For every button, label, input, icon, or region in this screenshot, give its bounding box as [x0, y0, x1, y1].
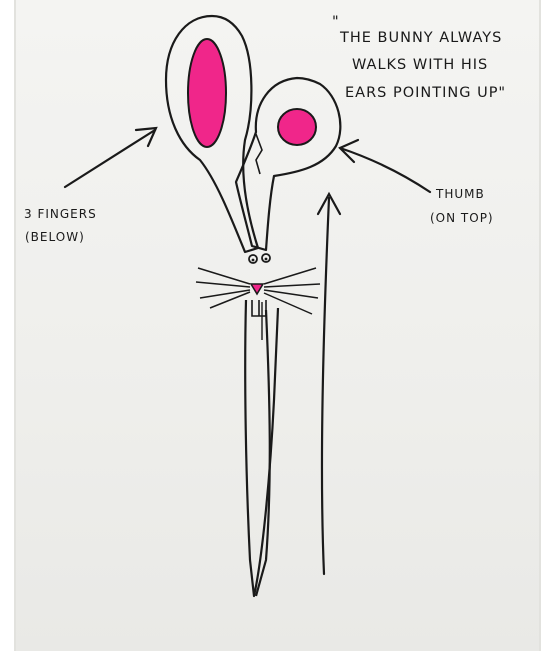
- left-whiskers: [196, 268, 250, 308]
- scissor-blades: [245, 300, 278, 596]
- quote-open-mark: ": [332, 14, 340, 30]
- fingers-label-line-2: (BELOW): [25, 230, 85, 244]
- thumb-label-line-2: (ON TOP): [430, 211, 494, 225]
- quote-line-3: EARS POINTING UP": [345, 85, 506, 101]
- blade-left: [245, 300, 278, 596]
- quote-note: " THE BUNNY ALWAYS WALKS WITH HIS EARS P…: [332, 14, 506, 101]
- blade-right: [256, 310, 270, 596]
- nose-pink: [251, 284, 263, 294]
- right-ear-inner-line: [256, 134, 262, 174]
- left-ear-pink: [188, 39, 226, 147]
- right-whiskers: [264, 268, 320, 314]
- bunny-face: [196, 254, 320, 316]
- arrow-right-icon: [340, 140, 430, 192]
- thumb-label: THUMB (ON TOP): [430, 187, 494, 225]
- bunny-teeth: [252, 300, 266, 316]
- three-fingers-label: 3 FINGERS (BELOW): [24, 207, 97, 244]
- arrow-left-icon: [65, 128, 156, 187]
- right-ear-pink: [278, 109, 316, 145]
- quote-line-1: THE BUNNY ALWAYS: [339, 30, 502, 46]
- quote-line-2: WALKS WITH HIS: [352, 57, 488, 73]
- fingers-label-line-1: 3 FINGERS: [24, 207, 97, 221]
- arrow-up-icon: [318, 194, 340, 574]
- thumb-label-line-1: THUMB: [435, 187, 485, 201]
